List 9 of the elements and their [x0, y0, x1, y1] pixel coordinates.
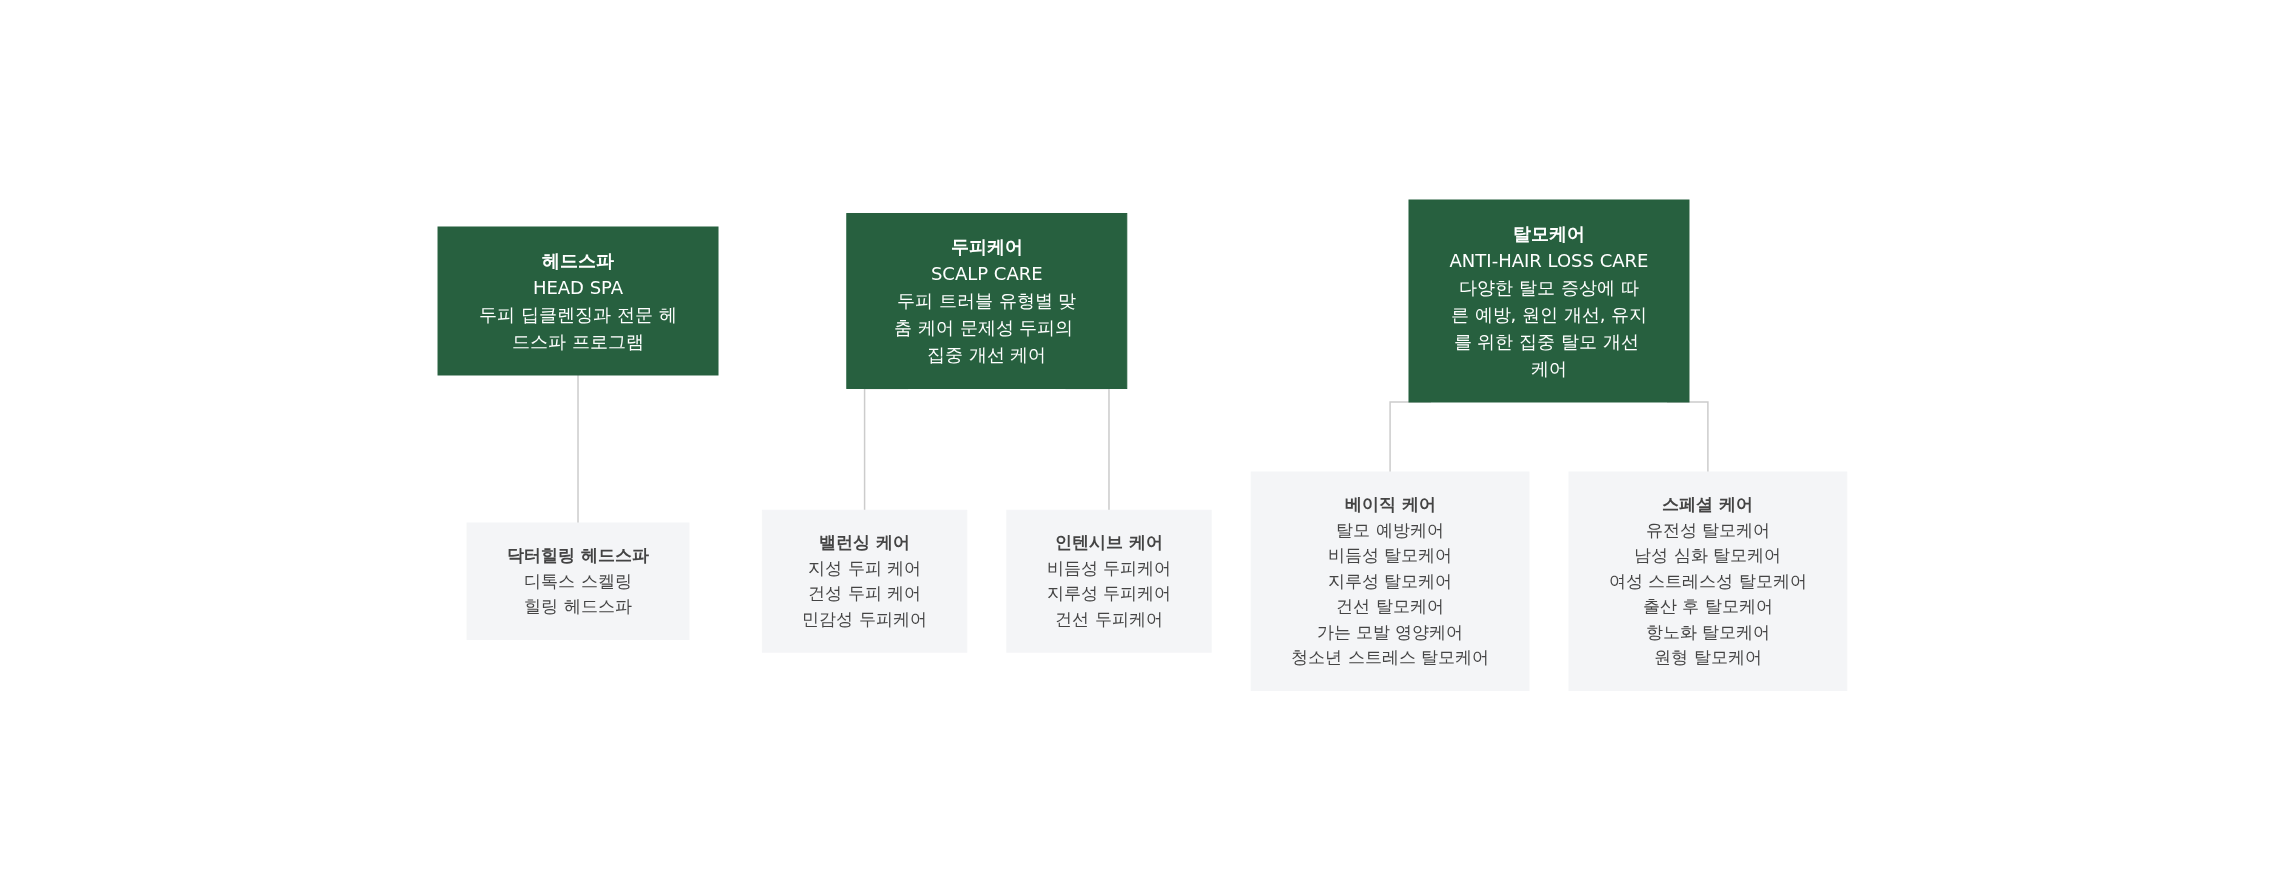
node-box: 스페셜 케어 유전성 탈모케어 남성 심화 탈모케어 여성 스트레스성 탈모케어 출산 후 탈모케어 항노화 탈모케어 원형 탈모케어	[1568, 471, 1847, 691]
node-box: 두피케어 SCALP CARE 두피 트러블 유형별 맞춤 케어 문제성 두피의 집중 개선 케어	[845, 212, 1127, 389]
node-box: 인텐시브 케어 비듬성 두피케어 지루성 두피케어 건선 두피케어	[1005, 509, 1212, 653]
node-box: 탈모케어 ANTI-HAIR LOSS CARE 다양한 탈모 증상에 따른 예방, 원인 개선, 유지를 위한 집중 탈모 개선 케어	[1408, 199, 1690, 403]
node-box: 헤드스파 HEAD SPA 두피 딥클렌징과 전문 헤드스파 프로그램	[437, 226, 719, 376]
node-box: 닥터힐링 헤드스파 디톡스 스켈링 힐링 헤드스파	[466, 522, 690, 640]
node-box: 베이직 케어 탈모 예방케어 비듬성 탈모케어 지루성 탈모케어 건선 탈모케어 가는 모발 영양케어 청소년 스트레스 탈모케어	[1250, 471, 1530, 691]
connector	[576, 374, 579, 524]
node-box: 밸런싱 케어 지성 두피 케어 건성 두피 케어 민감성 두피케어	[761, 509, 967, 653]
